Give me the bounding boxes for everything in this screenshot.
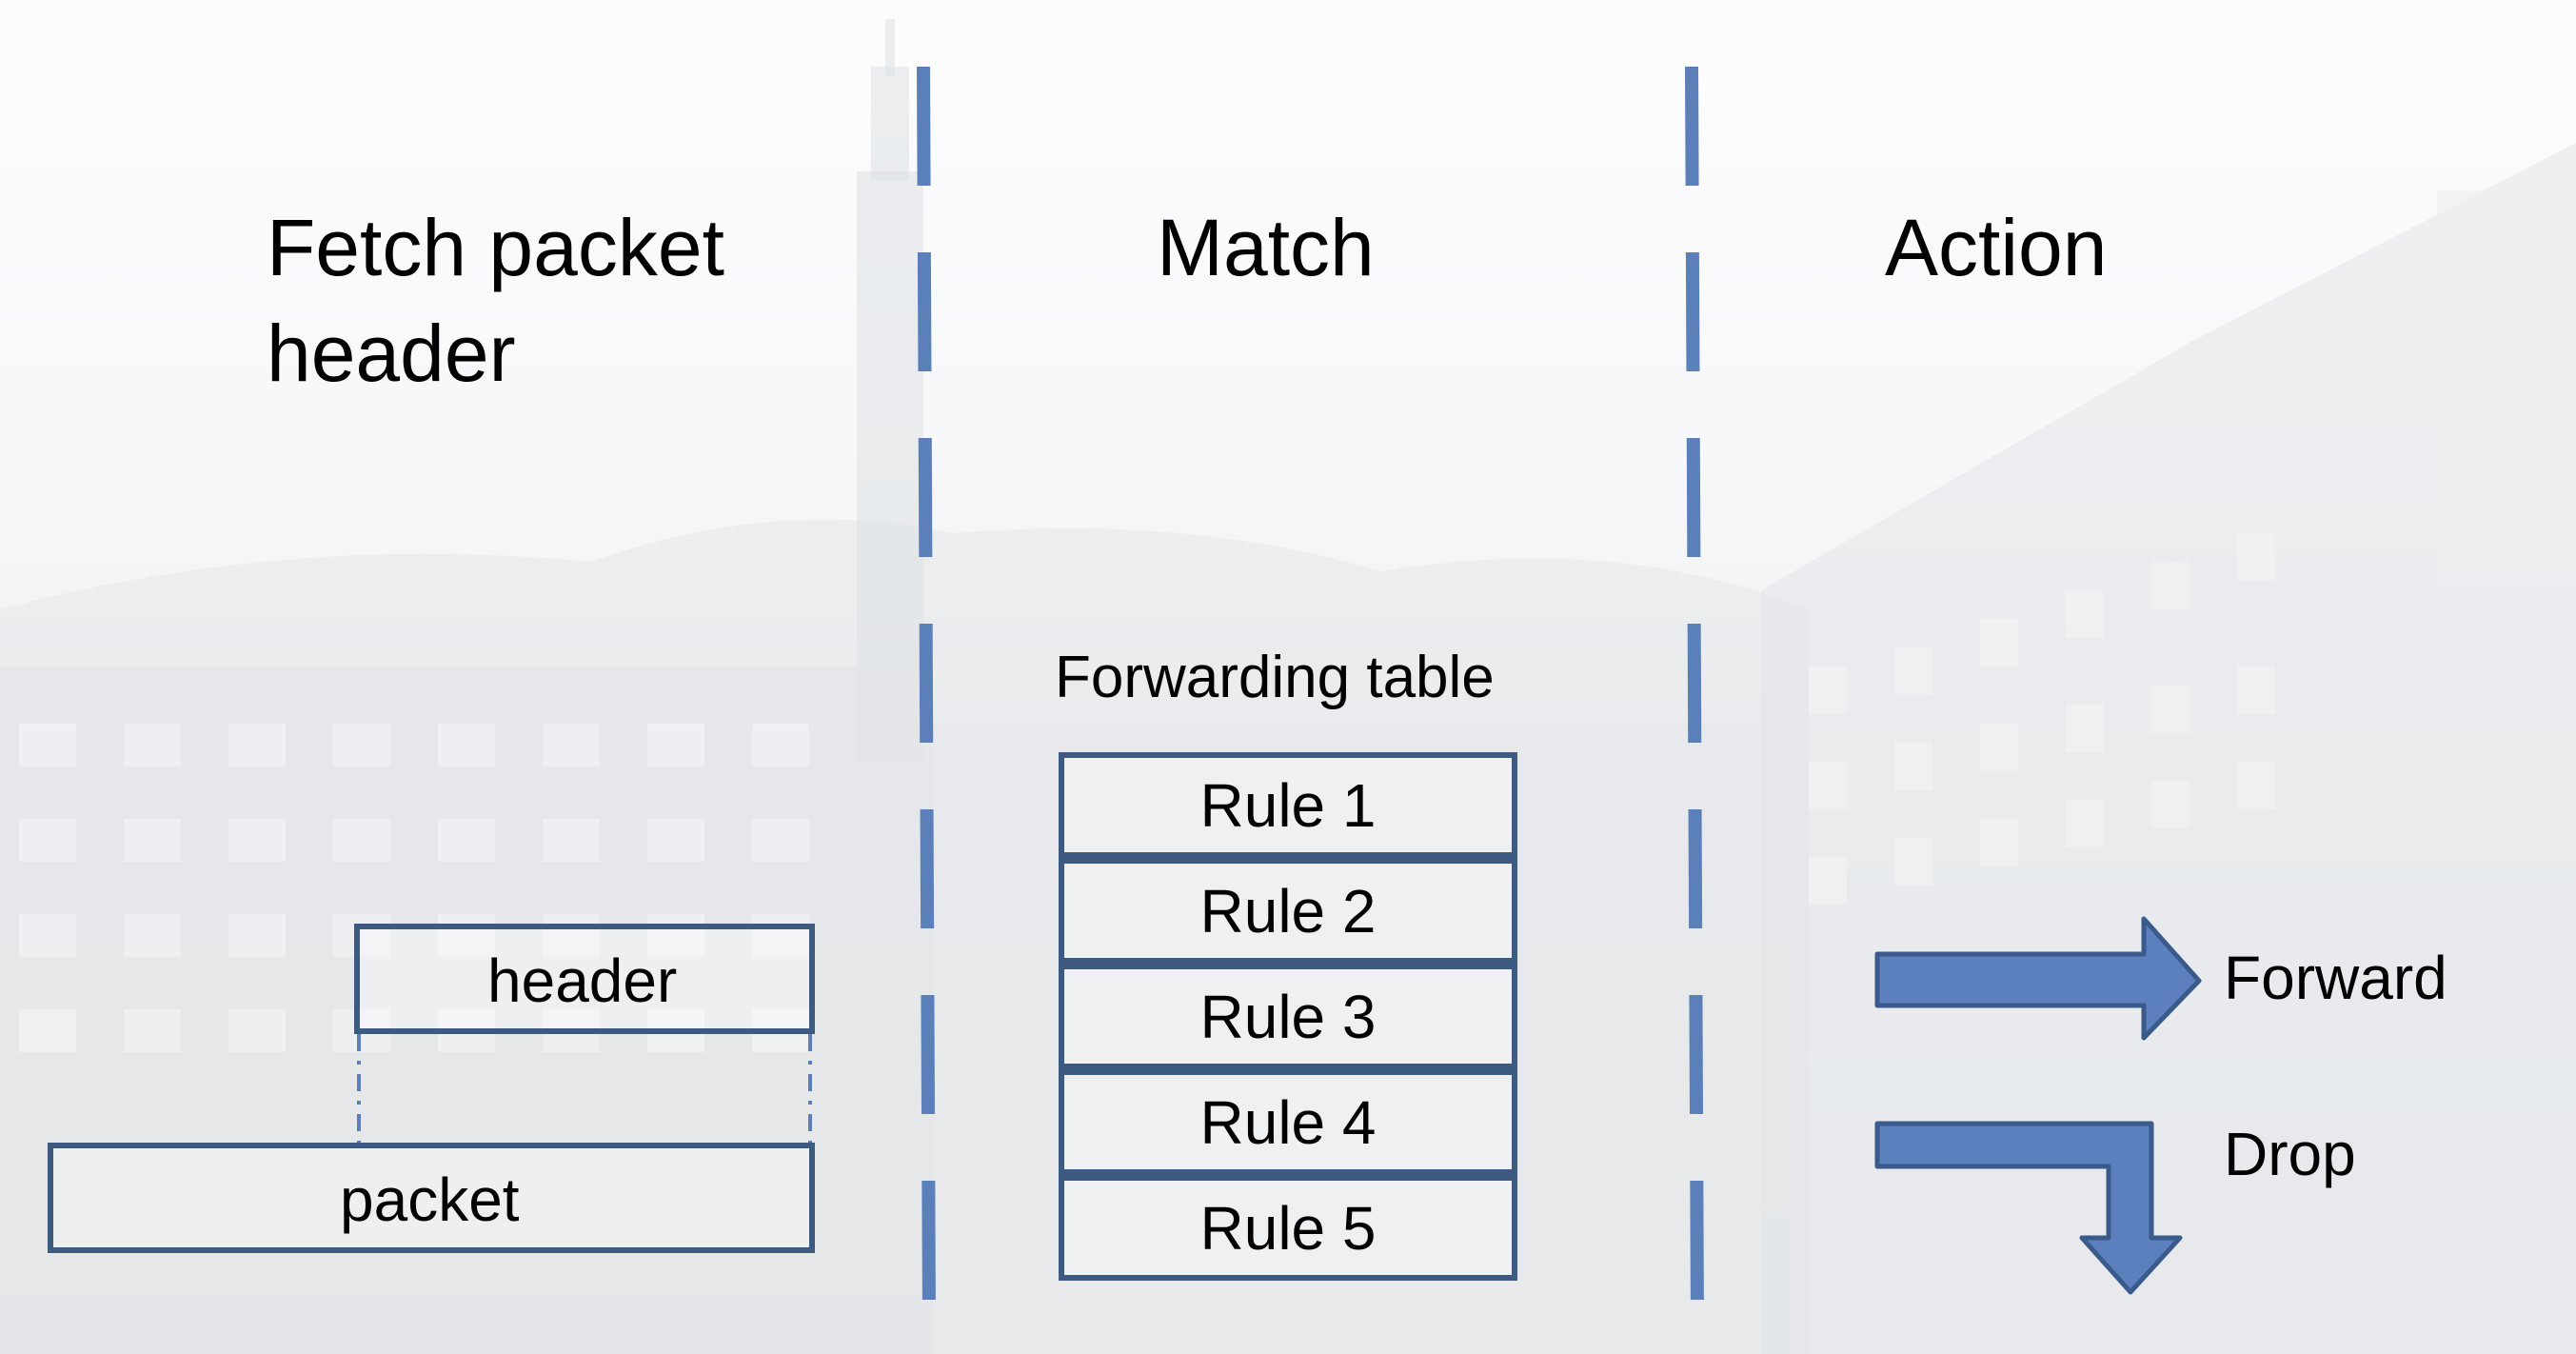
divider-line-right [1685,66,1704,1324]
table-row: Rule 5 [1059,1175,1517,1281]
column-title-fetch: Fetch packet header [267,203,724,398]
table-row: Rule 1 [1059,752,1517,858]
forward-label: Forward [2224,944,2447,1012]
column-title-action: Action [1885,203,2108,292]
divider-line-left [917,66,936,1324]
column-title-match: Match [1157,203,1375,292]
forward-arrow-icon [1874,916,2202,1041]
drop-arrow-icon [1874,1121,2183,1295]
table-row: Rule 3 [1059,964,1517,1069]
header-label: header [487,946,678,1015]
packet-label: packet [340,1165,520,1234]
forwarding-table-title: Forwarding table [1055,645,1495,710]
table-row: Rule 4 [1059,1069,1517,1175]
packet-box [48,1143,815,1253]
drop-label: Drop [2224,1120,2356,1188]
table-row: Rule 2 [1059,858,1517,964]
header-box [354,924,815,1034]
